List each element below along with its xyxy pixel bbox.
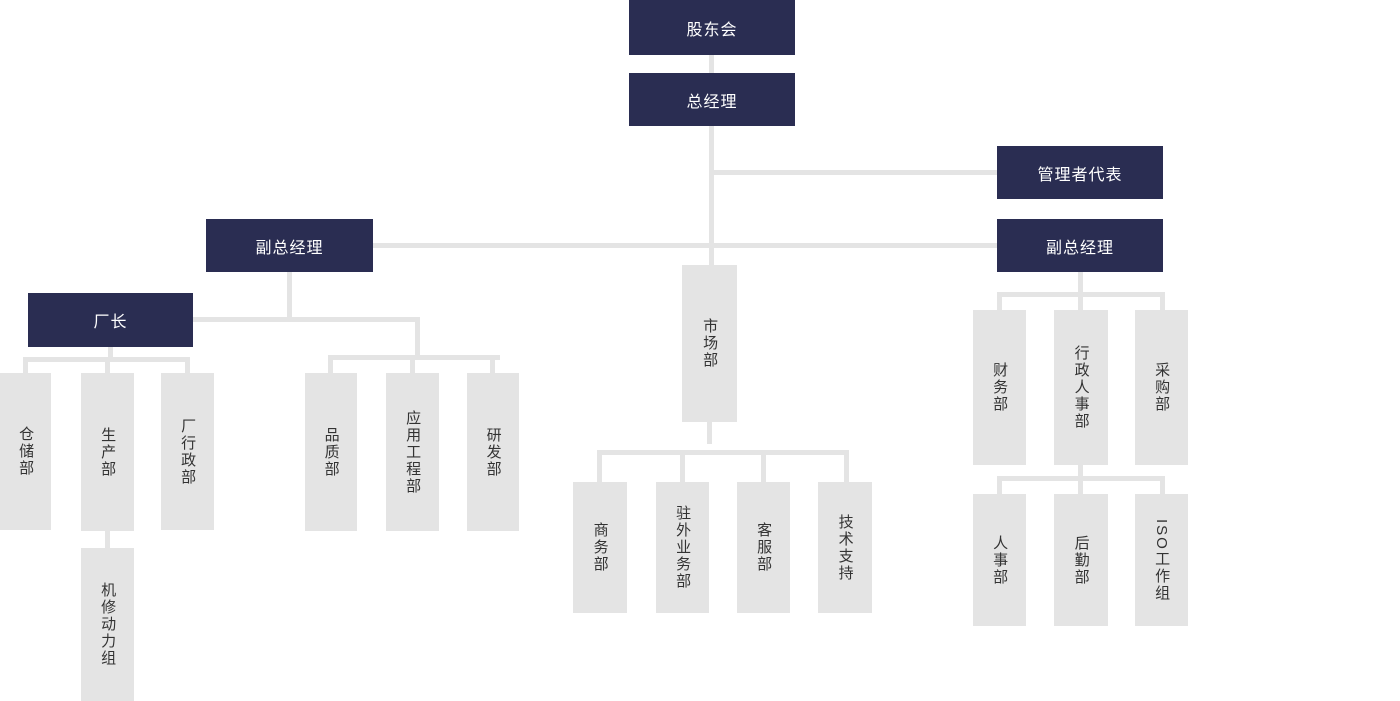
connector-mid-drop-rnd [490,355,495,373]
org-node-tech-support[interactable]: 技术支持 [818,482,872,613]
connector-marketing-stem [707,422,712,444]
org-node-field-business[interactable]: 驻外业务部 [656,482,709,613]
org-node-warehouse[interactable]: 仓储部 [0,373,51,530]
connector-deputy-left-to-fd [193,317,198,322]
connector-mid-drop-quality [328,355,333,373]
connector-ah-drop-hr [997,476,1002,494]
connector-mkt-drop-cs [761,450,766,482]
org-node-label: 人事部 [991,534,1009,586]
connector-mkt-drop-business [597,450,602,482]
connector-ah-drop-logistics [1078,476,1083,494]
connector-fd-stem [108,347,113,361]
org-node-label: 仓储部 [17,426,35,477]
org-node-hr[interactable]: 人事部 [973,494,1026,626]
org-node-label: 行政人事部 [1072,345,1090,430]
connector-dr-drop-purchasing [1160,292,1165,310]
connector-mkt-drop-field [680,450,685,482]
org-node-label: 副总经理 [255,239,324,257]
org-node-factory-admin[interactable]: 厂行政部 [161,373,214,530]
org-node-rnd[interactable]: 研发部 [467,373,519,531]
org-node-label: 采购部 [1153,362,1171,413]
connector-adminhr-stem [1078,465,1083,479]
org-node-label: 副总经理 [1045,239,1114,257]
org-node-quality[interactable]: 品质部 [305,373,357,531]
org-node-deputy-gm-left[interactable]: 副总经理 [206,219,373,272]
org-node-label: 机修动力组 [99,582,117,667]
org-node-mgmt-rep[interactable]: 管理者代表 [997,146,1163,199]
org-node-shareholders[interactable]: 股东会 [629,0,795,55]
connector-gm-main-bus [709,126,714,268]
connector-fd-drop-production [105,357,110,373]
org-node-label: 研发部 [484,426,502,478]
org-node-label: 应用工程部 [404,409,422,495]
org-node-general-manager[interactable]: 总经理 [629,73,795,126]
org-node-deputy-gm-right[interactable]: 副总经理 [997,219,1163,272]
org-node-customer-service[interactable]: 客服部 [737,482,790,613]
org-node-label: 品质部 [322,426,340,478]
org-node-label: 生产部 [99,426,117,478]
org-node-factory-director[interactable]: 厂长 [28,293,193,347]
org-node-admin-hr[interactable]: 行政人事部 [1054,310,1108,465]
org-node-label: 管理者代表 [1037,166,1123,184]
connector-ah-drop-iso [1160,476,1165,494]
connector-dr-drop-finance [997,292,1002,310]
org-node-label: 总经理 [686,93,738,111]
connector-fd-drop-warehouse [23,357,28,373]
connector-dr-drop-adminhr [1078,292,1083,310]
connector-mid-drop-appeng [410,355,415,373]
org-node-label: 技术支持 [836,513,854,582]
connector-deputy-right-stem [1078,272,1083,294]
org-node-label: 厂行政部 [179,417,197,486]
connector-marketing-bus [597,450,849,455]
connector-gm-to-mgmtrep [714,170,997,175]
org-node-marketing[interactable]: 市场部 [682,265,737,422]
connector-fd-drop-admin [185,357,190,373]
org-node-app-engineering[interactable]: 应用工程部 [386,373,439,531]
connector-production-to-maint [105,531,110,548]
org-node-label: 市场部 [701,318,719,369]
org-node-label: ISO工作组 [1153,518,1171,602]
org-node-purchasing[interactable]: 采购部 [1135,310,1188,465]
org-node-label: 财务部 [991,362,1009,413]
connector-deputy-left-bus [193,317,420,322]
connector-deputy-left-right-dn [415,317,420,355]
org-node-business[interactable]: 商务部 [573,482,627,613]
org-node-label: 客服部 [755,522,773,573]
connector-mkt-drop-tech [844,450,849,482]
org-node-label: 后勤部 [1072,534,1090,586]
org-node-logistics[interactable]: 后勤部 [1054,494,1108,626]
org-node-iso-team[interactable]: ISO工作组 [1135,494,1188,626]
org-node-label: 商务部 [591,522,609,573]
org-node-label: 股东会 [686,21,738,39]
org-node-maintenance-power[interactable]: 机修动力组 [81,548,134,701]
org-node-label: 厂长 [93,314,128,331]
org-node-production[interactable]: 生产部 [81,373,134,531]
connector-deputy-left-stem [287,272,292,319]
org-node-finance[interactable]: 财务部 [973,310,1026,465]
org-node-label: 驻外业务部 [674,505,692,590]
connector-gm-to-shareholders [709,55,714,73]
connector-gm-to-deputy-row [373,243,997,248]
